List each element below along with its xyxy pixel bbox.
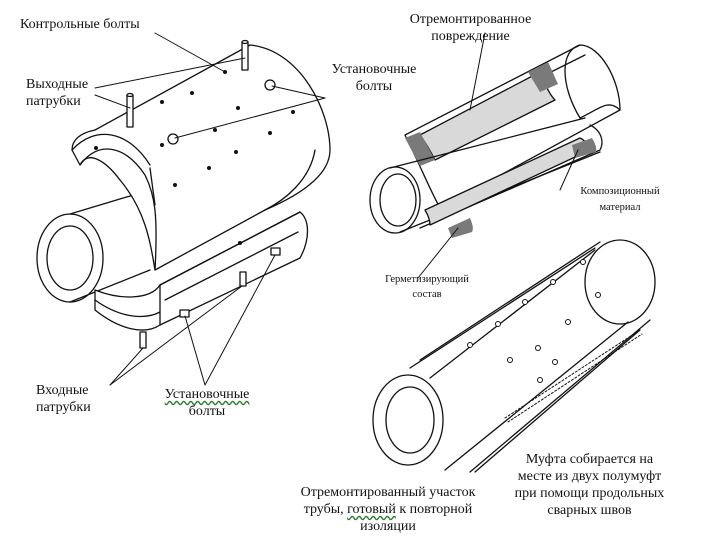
label-sleeve-assembled-line4: сварных швов: [547, 503, 632, 518]
label-control-bolts: Контрольные болты: [20, 17, 140, 32]
label-mounting-bolts-bottom-line2: болты: [188, 404, 226, 419]
label-sealant-line2: состав: [412, 289, 442, 300]
label-sleeve-assembled-line2: месте из двух полумуфт: [517, 469, 662, 484]
mounting-bolts-top: [167, 79, 276, 145]
leader-lines-right-top: [417, 32, 579, 279]
label-mounting-bolts-top-line1: Установочные: [331, 62, 417, 77]
upper-half-sleeve: [71, 44, 331, 271]
outlet-nozzles: [126, 39, 249, 128]
label-repaired-section-line1: Отремонтированный участок: [300, 485, 476, 500]
label-inlet-nozzles-line2: патрубки: [36, 400, 91, 415]
label-sealant-line1: Герметизирующий: [385, 274, 469, 285]
label-repaired-section-word-pipe: трубы,: [303, 502, 344, 517]
label-composite-line2: материал: [599, 202, 641, 213]
label-mounting-bolts-bottom-line1: Установочные: [152, 387, 262, 403]
pipe-bottom-half: [369, 117, 603, 234]
label-mounting-bolts-bottom-word1: Установочные: [164, 387, 250, 402]
label-sleeve-assembled-line1: Муфта собирается на: [525, 452, 654, 467]
assembled-sleeve: [372, 239, 656, 473]
lower-half-sleeve: [94, 211, 309, 331]
label-repaired-section-line2: трубы, готовый к повторной: [283, 502, 493, 518]
label-mounting-bolts-top-line2: болты: [355, 79, 393, 94]
label-repaired-damage-line2: повреждение: [431, 29, 510, 44]
label-repaired-section-word-ready: готовый: [347, 502, 396, 517]
label-repaired-damage-line1: Отремонтированное: [409, 12, 532, 27]
label-outlet-nozzles-line2: патрубки: [26, 94, 81, 109]
label-inlet-nozzles-line1: Входные: [36, 383, 89, 398]
leader-lines-left: [94, 32, 326, 386]
sleeve-holes: [467, 259, 601, 383]
label-repaired-section-word-for: к повторной: [399, 502, 473, 517]
weld-seam: [504, 329, 643, 423]
sealant-top: [405, 62, 558, 166]
label-sleeve-assembled-line3: при помощи продольных: [514, 486, 665, 501]
label-repaired-section-line3: изоляции: [360, 519, 416, 534]
label-outlet-nozzles-line1: Выходные: [26, 77, 89, 92]
label-composite-line1: Композиционный: [580, 186, 660, 197]
